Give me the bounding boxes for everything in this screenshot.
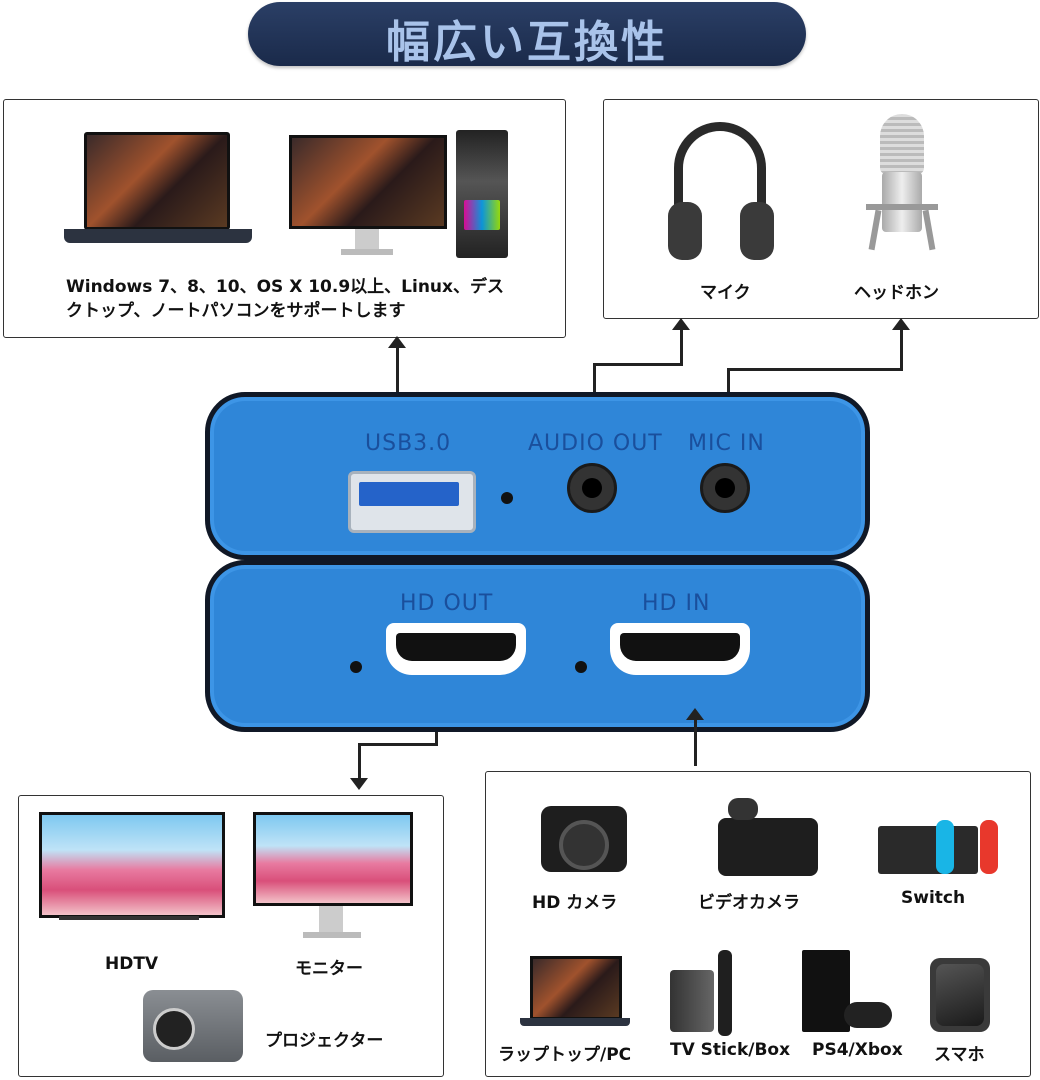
arrow-up-hd-in: [686, 708, 704, 720]
connector-pc: [396, 345, 399, 393]
connector-mic-in-up: [900, 328, 903, 371]
input-label-console: PS4/Xbox: [812, 1040, 903, 1060]
input-label-tv-box: TV Stick/Box: [670, 1040, 791, 1060]
mic-in-jack-icon: [700, 463, 750, 513]
microphone-icon: [862, 114, 942, 264]
desktop-tower-icon: [456, 130, 508, 258]
game-console-icon: [798, 950, 898, 1036]
usb-port-icon: [348, 471, 476, 533]
camcorder-icon: [718, 798, 828, 878]
output-label-monitor: モニター: [295, 959, 363, 979]
port-label-mic-in: MIC IN: [688, 431, 765, 456]
audio-label-mic: マイク: [700, 283, 751, 303]
audio-label-headphone: ヘッドホン: [854, 283, 939, 303]
port-label-hd-in: HD IN: [642, 591, 711, 616]
port-label-audio-out: AUDIO OUT: [528, 431, 663, 456]
monitor-icon: [289, 135, 449, 255]
input-box: HD カメラ ビデオカメラ Switch ラップトップ/PC TV Stick/…: [485, 771, 1031, 1077]
laptop-pc-icon: [520, 956, 630, 1032]
arrow-up-pc: [388, 336, 406, 348]
connector-mic-in-h: [727, 368, 903, 371]
connector-hd-out-v: [435, 732, 438, 746]
led-dot-left: [350, 661, 362, 673]
connector-audio-out-h: [593, 363, 683, 366]
capture-device-bottom: HD OUT HD IN: [205, 560, 870, 732]
hdtv-icon: [39, 812, 225, 924]
connector-hd-in-v: [694, 716, 697, 766]
output-label-hdtv: HDTV: [105, 954, 159, 974]
port-label-hd-out: HD OUT: [400, 591, 494, 616]
capture-device-top: USB3.0 AUDIO OUT MIC IN: [205, 392, 870, 560]
arrow-down-output: [350, 778, 368, 790]
connector-hd-out-down: [358, 743, 361, 779]
input-label-laptop: ラップトップ/PC: [498, 1045, 632, 1065]
projector-icon: [143, 990, 243, 1062]
headphones-icon: [668, 122, 776, 262]
audio-box: マイク ヘッドホン: [603, 99, 1039, 319]
input-label-hd-camera: HD カメラ: [532, 893, 618, 913]
connector-mic-in-v: [727, 368, 730, 393]
hdmi-in-port-icon: [610, 623, 750, 675]
pc-compat-box: Windows 7、8、10、OS X 10.9以上、Linux、デス クトップ…: [3, 99, 566, 338]
tv-box-icon: [670, 950, 750, 1036]
arrow-up-mic: [672, 318, 690, 330]
arrow-up-headphone: [892, 318, 910, 330]
input-label-smartphone: スマホ: [934, 1045, 985, 1065]
laptop-icon: [64, 132, 252, 252]
connector-hd-out-h: [358, 743, 438, 746]
title-banner: 幅広い互換性: [248, 2, 806, 68]
led-dot-center: [575, 661, 587, 673]
monitor-output-icon: [253, 812, 413, 942]
output-box: HDTV モニター プロジェクター: [18, 795, 444, 1077]
input-label-camcorder: ビデオカメラ: [698, 893, 800, 913]
hdmi-out-port-icon: [386, 623, 526, 675]
pc-caption-line2: クトップ、ノートパソコンをサポートします: [66, 301, 406, 321]
connector-audio-out-v: [593, 363, 596, 393]
port-label-usb: USB3.0: [365, 431, 452, 456]
page-title: 幅広い互換性: [386, 17, 668, 68]
audio-out-jack-icon: [567, 463, 617, 513]
pc-caption-line1: Windows 7、8、10、OS X 10.9以上、Linux、デス: [66, 277, 504, 297]
smartphone-icon: [930, 958, 990, 1032]
camera-icon: [541, 806, 627, 872]
led-dot: [501, 492, 513, 504]
input-label-switch: Switch: [901, 888, 966, 908]
connector-audio-out-up: [680, 328, 683, 366]
output-label-projector: プロジェクター: [265, 1031, 384, 1051]
switch-console-icon: [878, 818, 1008, 878]
